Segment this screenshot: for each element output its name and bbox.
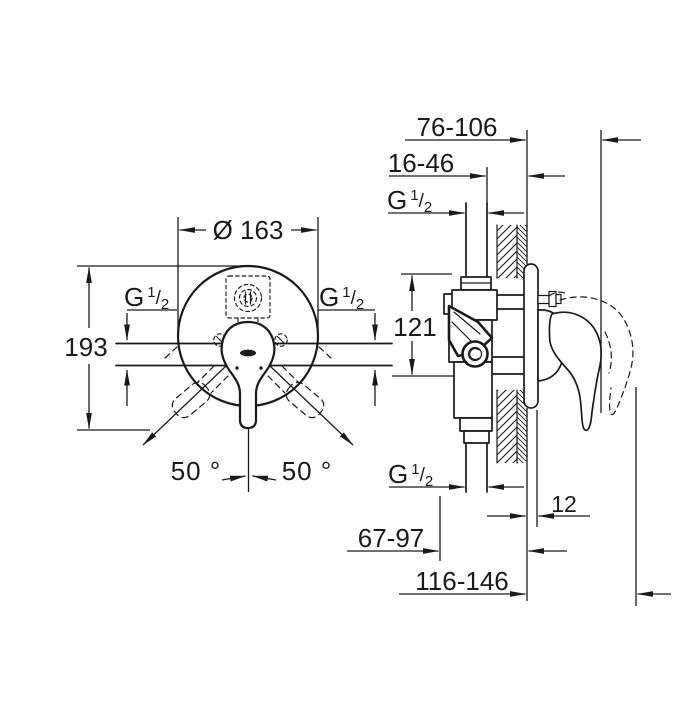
body-lower-block bbox=[453, 361, 493, 419]
dim-wall-to-handle-label: 76-106 bbox=[417, 112, 498, 142]
shower-outlet-port bbox=[225, 275, 271, 329]
dim-diameter: Ø 163 bbox=[177, 215, 319, 332]
dim-body-to-wall-label: 67-97 bbox=[358, 523, 425, 553]
dim-height-label: 193 bbox=[64, 332, 107, 362]
cover-plate bbox=[523, 263, 539, 409]
handle-cap-mark bbox=[240, 349, 256, 357]
handle-stem-rotated-right-dashed bbox=[285, 381, 325, 419]
valve-body bbox=[443, 202, 498, 493]
dim-pipe-recess: 16-46 bbox=[388, 148, 565, 179]
marking-c bbox=[469, 347, 480, 361]
dim-angle-right-label: 50 ° bbox=[282, 456, 333, 486]
dim-body-height: 121 bbox=[392, 273, 454, 377]
dim-height: 193 bbox=[64, 265, 246, 431]
dim-overall-depth-label: 116-146 bbox=[415, 566, 509, 596]
dim-wall-to-handle: 76-106 bbox=[405, 112, 641, 143]
dim-pipe-recess-label: 16-46 bbox=[388, 148, 455, 178]
dim-overall-depth: 116-146 bbox=[399, 566, 671, 597]
cartridge-ring bbox=[461, 340, 489, 368]
dim-swing-angle: 50 ° 50 ° bbox=[171, 456, 333, 486]
adjustment-screw bbox=[537, 290, 562, 308]
side-view: 76-106 16-46 G1/2 121 G1/2 bbox=[347, 112, 671, 606]
handle-stem-rotated-left-dashed bbox=[171, 381, 211, 419]
dim-body-height-label: 121 bbox=[393, 312, 436, 342]
lever-handle-pulled-dashed bbox=[548, 291, 634, 416]
lever-handle-front bbox=[220, 320, 276, 430]
handle-bell-rotated-dashes bbox=[164, 346, 332, 394]
dim-plate-depth-label: 12 bbox=[551, 491, 577, 517]
dim-angle-left-label: 50 ° bbox=[171, 456, 222, 486]
dim-body-to-wall: 67-97 bbox=[347, 523, 567, 554]
wall-section bbox=[496, 224, 527, 464]
dim-diameter-label: Ø 163 bbox=[213, 215, 284, 245]
extension-lines bbox=[439, 130, 637, 606]
dim-plate-depth: 12 bbox=[487, 491, 590, 519]
